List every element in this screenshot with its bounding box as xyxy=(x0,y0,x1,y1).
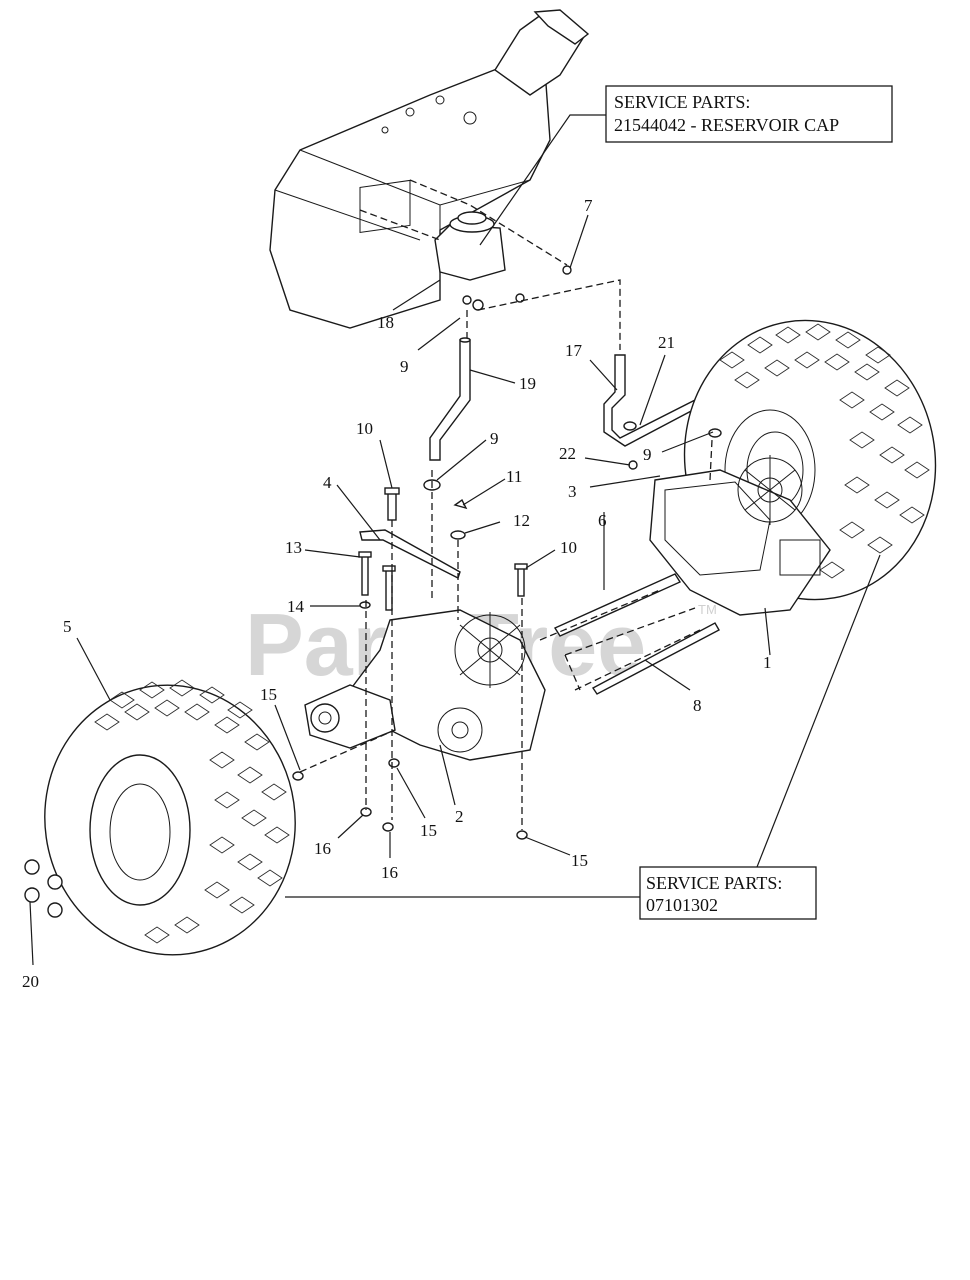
callout-15: 15 xyxy=(260,685,277,704)
reservoir xyxy=(434,211,572,311)
service-parts-line: 21544042 - RESERVOIR CAP xyxy=(614,115,839,135)
callout-labels: 1 2 3 4 5 6 7 8 9 9 9 10 10 11 12 13 14 … xyxy=(22,196,772,991)
callout-1: 1 xyxy=(763,653,772,672)
transmission-center xyxy=(304,609,546,761)
callout-9: 9 xyxy=(400,357,409,376)
callout-8: 8 xyxy=(693,696,702,715)
callout-12: 12 xyxy=(513,511,530,530)
service-parts-heading: SERVICE PARTS: xyxy=(614,92,750,112)
callout-22: 22 xyxy=(559,444,576,463)
callout-18: 18 xyxy=(377,313,394,332)
callout-15: 15 xyxy=(420,821,437,840)
service-parts-line: 07101302 xyxy=(646,895,718,915)
hose-19 xyxy=(429,337,471,461)
service-parts-box-wheel: SERVICE PARTS: 07101302 xyxy=(639,866,817,920)
callout-19: 19 xyxy=(519,374,536,393)
callout-11: 11 xyxy=(506,467,522,486)
leader-lines xyxy=(29,114,881,966)
callout-10: 10 xyxy=(356,419,373,438)
callout-7: 7 xyxy=(584,196,593,215)
service-parts-box-reservoir-cap: SERVICE PARTS: 21544042 - RESERVOIR CAP xyxy=(605,85,893,143)
callout-9: 9 xyxy=(643,445,652,464)
callout-2: 2 xyxy=(455,807,464,826)
callout-5: 5 xyxy=(63,617,72,636)
left-wheel xyxy=(44,679,296,956)
lug-nuts xyxy=(24,859,63,918)
callout-16: 16 xyxy=(381,863,398,882)
callout-21: 21 xyxy=(658,333,675,352)
callout-9: 9 xyxy=(490,429,499,448)
callout-17: 17 xyxy=(565,341,583,360)
callout-3: 3 xyxy=(568,482,577,501)
control-arm-and-hardware xyxy=(292,428,722,840)
callout-6: 6 xyxy=(598,511,607,530)
transmission-right xyxy=(649,455,831,616)
callout-13: 13 xyxy=(285,538,302,557)
callout-14: 14 xyxy=(287,597,305,616)
assembly-lines-top xyxy=(359,179,621,350)
fuel-tank-illustration xyxy=(269,9,590,329)
service-parts-heading: SERVICE PARTS: xyxy=(646,873,782,893)
callout-4: 4 xyxy=(323,473,332,492)
assembly-lines-middle xyxy=(299,439,713,830)
watermark-tm: TM xyxy=(698,602,717,617)
callout-16: 16 xyxy=(314,839,331,858)
callout-15: 15 xyxy=(571,851,588,870)
callout-10: 10 xyxy=(560,538,577,557)
callout-20: 20 xyxy=(22,972,39,991)
